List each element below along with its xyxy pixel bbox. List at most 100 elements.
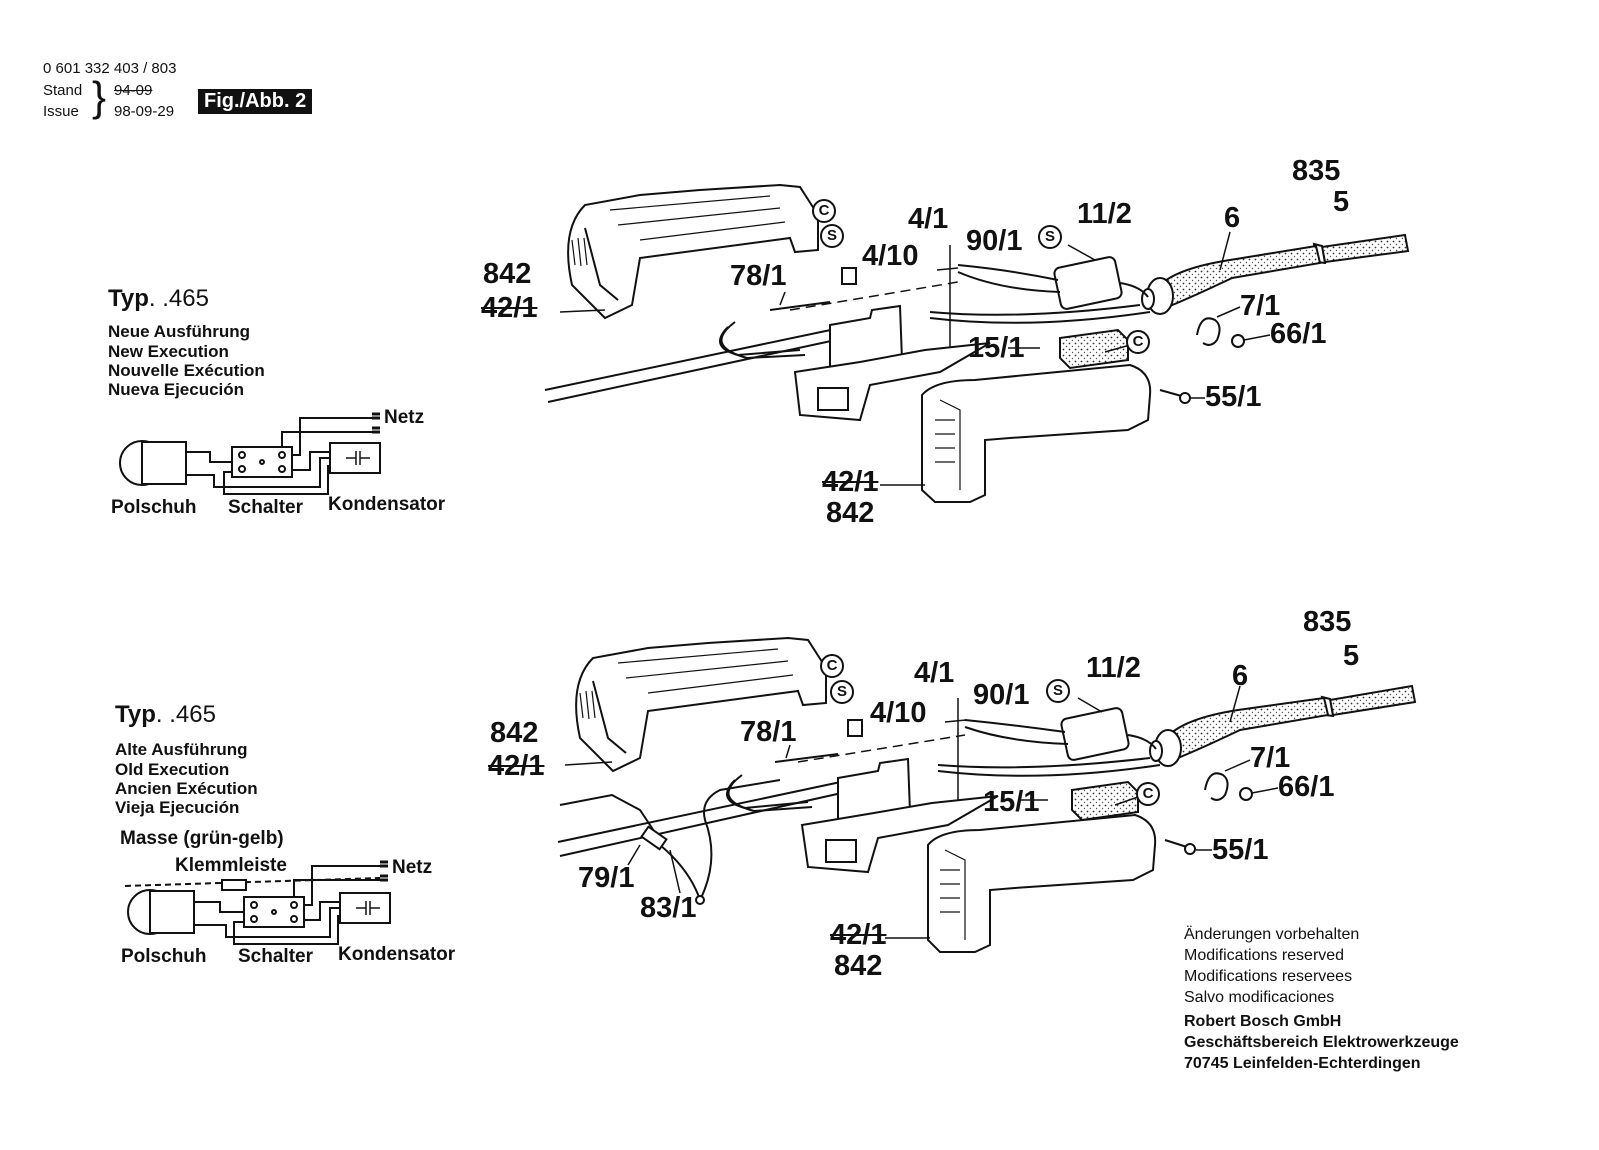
schematic-kondensator-old: Kondensator	[338, 944, 456, 965]
s-symbol-icon: S	[820, 224, 844, 248]
schematic-masse: Masse (grün-gelb)	[120, 828, 284, 849]
screw-4-10	[841, 267, 857, 285]
callout-83-1: 83/1	[640, 892, 697, 924]
company-address: 70745 Leinfelden-Echterdingen	[1184, 1055, 1421, 1072]
wiring-schematic-old	[124, 860, 391, 945]
capacitor-11-2-old	[1060, 707, 1130, 761]
top-assembly	[544, 183, 1410, 503]
s-symbol-icon: S	[1038, 225, 1062, 249]
s-symbol-icon: S	[830, 680, 854, 704]
switch-body	[793, 304, 991, 422]
callout-835-old: 835	[1303, 606, 1352, 638]
screw-66-1-old	[1239, 787, 1253, 801]
clamp-7-1	[1196, 317, 1221, 346]
callout-4-1-old: 4/1	[914, 657, 955, 689]
upper-housing-half	[567, 183, 819, 320]
schematic-kondensator: Kondensator	[328, 494, 446, 515]
company-division: Geschäftsbereich Elektrowerkzeuge	[1184, 1034, 1459, 1051]
schematic-netz: Netz	[384, 407, 425, 428]
callout-42-1-upper: 42/1	[481, 292, 538, 324]
block-15-1	[1059, 328, 1129, 370]
callout-42-1-upper-old: 42/1	[488, 750, 545, 782]
footer-note-fr: Modifications reservees	[1184, 968, 1353, 985]
part-number: 0 601 332 403 / 803	[43, 60, 177, 77]
callout-66-1: 66/1	[1270, 318, 1327, 350]
callout-7-1: 7/1	[1240, 290, 1281, 322]
callout-842-lower: 842	[826, 497, 875, 529]
screw-4-10-old	[847, 719, 863, 737]
callout-842-upper-old: 842	[490, 717, 539, 749]
clamp-7-1-old	[1204, 772, 1229, 801]
callout-5: 5	[1333, 186, 1350, 218]
callout-5-old: 5	[1343, 640, 1360, 672]
switch-body-old	[800, 757, 999, 874]
type-label-new: Typ. .465	[108, 285, 209, 312]
c-symbol-icon: C	[812, 199, 836, 223]
cable-protector-6	[1141, 244, 1322, 315]
company-name: Robert Bosch GmbH	[1184, 1013, 1342, 1030]
c-symbol-icon: C	[1126, 330, 1150, 354]
screw-55-1	[1179, 392, 1191, 404]
callout-842-upper: 842	[483, 258, 532, 290]
execution-old-en: Old Execution	[115, 760, 230, 779]
c-symbol-icon: C	[820, 654, 844, 678]
callout-42-1-lower-old: 42/1	[830, 919, 887, 951]
cable-5	[1312, 233, 1410, 265]
callout-835: 835	[1292, 155, 1341, 187]
issue-date: 98-09-29	[114, 103, 175, 120]
c-symbol-icon: C	[1136, 782, 1160, 806]
callout-55-1: 55/1	[1205, 381, 1262, 413]
callout-78-1-old: 78/1	[740, 716, 797, 748]
stand-label: Stand	[43, 82, 83, 99]
callout-42-1-lower: 42/1	[822, 466, 879, 498]
schematic-polschuh: Polschuh	[111, 497, 197, 518]
execution-old-es: Vieja Ejecución	[115, 798, 240, 817]
callout-90-1-old: 90/1	[973, 679, 1030, 711]
callout-7-1-old: 7/1	[1250, 742, 1291, 774]
footer-note-es: Salvo modificaciones	[1184, 989, 1335, 1006]
terminal-83-1	[640, 825, 668, 851]
callout-4-1: 4/1	[908, 203, 949, 235]
callout-55-1-old: 55/1	[1212, 834, 1269, 866]
callout-4-10: 4/10	[862, 240, 919, 272]
execution-old-fr: Ancien Exécution	[115, 779, 258, 798]
callout-15-1-old: 15/1	[983, 786, 1040, 818]
screw-55-1-old	[1184, 843, 1196, 855]
upper-housing-half-old	[575, 636, 827, 773]
schematic-schalter: Schalter	[228, 497, 303, 518]
callout-79-1: 79/1	[578, 862, 635, 894]
callout-6-old: 6	[1232, 660, 1249, 692]
footer-note-en: Modifications reserved	[1184, 947, 1345, 964]
figure-label: Fig./Abb. 2	[198, 89, 313, 114]
cable-5-old	[1320, 684, 1417, 718]
callout-842-lower-old: 842	[834, 950, 883, 982]
callout-66-1-old: 66/1	[1278, 771, 1335, 803]
callout-78-1: 78/1	[730, 260, 787, 292]
brace-glyph: }	[92, 73, 107, 120]
execution-new-de: Neue Ausführung	[108, 322, 250, 341]
block-15-1-old	[1071, 780, 1139, 822]
cable-protector-6-old	[1149, 696, 1330, 767]
schematic-schalter-old: Schalter	[238, 946, 313, 967]
bottom-assembly	[557, 636, 1417, 953]
footer-note-de: Änderungen vorbehalten	[1184, 926, 1360, 943]
callout-90-1: 90/1	[966, 225, 1023, 257]
lower-housing-half	[921, 363, 1186, 503]
execution-new-fr: Nouvelle Exécution	[108, 361, 265, 380]
stand-old-date: 94-09	[114, 82, 153, 99]
capacitor-11-2	[1053, 256, 1123, 310]
screw-66-1	[1231, 334, 1245, 348]
schematic-polschuh-old: Polschuh	[121, 946, 207, 967]
s-symbol-icon: S	[1046, 679, 1070, 703]
execution-old-de: Alte Ausführung	[115, 740, 248, 759]
callout-6: 6	[1224, 202, 1241, 234]
callout-15-1: 15/1	[968, 332, 1025, 364]
callout-4-10-old: 4/10	[870, 697, 927, 729]
type-label-old: Typ. .465	[115, 701, 216, 728]
schematic-netz-old: Netz	[392, 857, 433, 878]
execution-new-es: Nueva Ejecución	[108, 380, 245, 399]
schematic-klemmleiste: Klemmleiste	[175, 855, 287, 876]
callout-11-2: 11/2	[1077, 198, 1132, 230]
wiring-schematic-new	[119, 412, 381, 495]
